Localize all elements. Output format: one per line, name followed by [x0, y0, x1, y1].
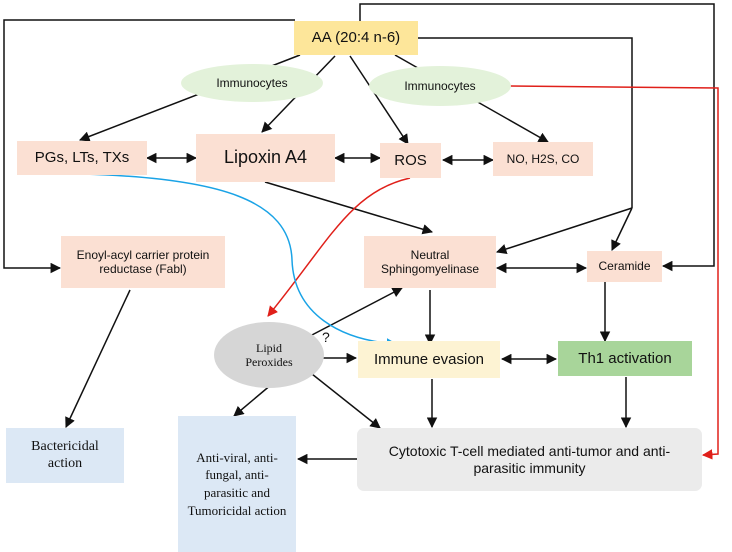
arrow-junction-to-ceramide [611, 207, 633, 251]
lipoxin-node: Lipoxin A4 [196, 134, 335, 182]
lipid-peroxides-node: Lipid Peroxides [214, 322, 324, 388]
cytotoxic-node: Cytotoxic T-cell mediated anti-tumor and… [357, 428, 702, 491]
arrow-aa-to-fabl [3, 19, 295, 274]
arrow-red-immunocytes-to-cytotoxic [509, 85, 719, 460]
question-mark: ? [322, 329, 330, 345]
arrow-lipid-to-antiviral [233, 383, 273, 417]
arrow-lipid-to-nsmase [309, 287, 403, 337]
no-node: NO, H2S, CO [493, 142, 593, 176]
nsmase-node: Neutral Sphingomyelinase [364, 236, 496, 288]
immunocytes-left: Immunocytes [181, 64, 323, 102]
arrow-aa-to-ceramide [359, 3, 715, 272]
aa-node: AA (20:4 n-6) [294, 21, 418, 55]
arrow-junction-to-nsmase [496, 207, 633, 255]
arrow-lipid-to-cytotoxic [311, 373, 381, 429]
antiviral-node: Anti-viral, anti-fungal, anti-parasitic … [178, 416, 296, 552]
arrow-red-ros-to-lipid [267, 177, 411, 317]
th1-activation-node: Th1 activation [558, 341, 692, 376]
arrow-blue-pgs-to-immune [81, 173, 398, 349]
arrow-lipoxin-to-nsmase [264, 181, 434, 235]
pgs-node: PGs, LTs, TXs [17, 141, 147, 175]
ros-node: ROS [380, 143, 441, 178]
fabl-node: Enoyl-acyl carrier protein reductase (Fa… [61, 236, 225, 288]
ceramide-node: Ceramide [587, 251, 662, 282]
immune-evasion-node: Immune evasion [358, 341, 500, 378]
arrow-aa-to-ros [349, 55, 409, 145]
bactericidal-node: Bactericidal action [6, 428, 124, 483]
immunocytes-right: Immunocytes [369, 66, 511, 106]
arrow-fabl-to-bactericidal [65, 289, 131, 428]
arrow-aa-to-junction [418, 37, 633, 208]
